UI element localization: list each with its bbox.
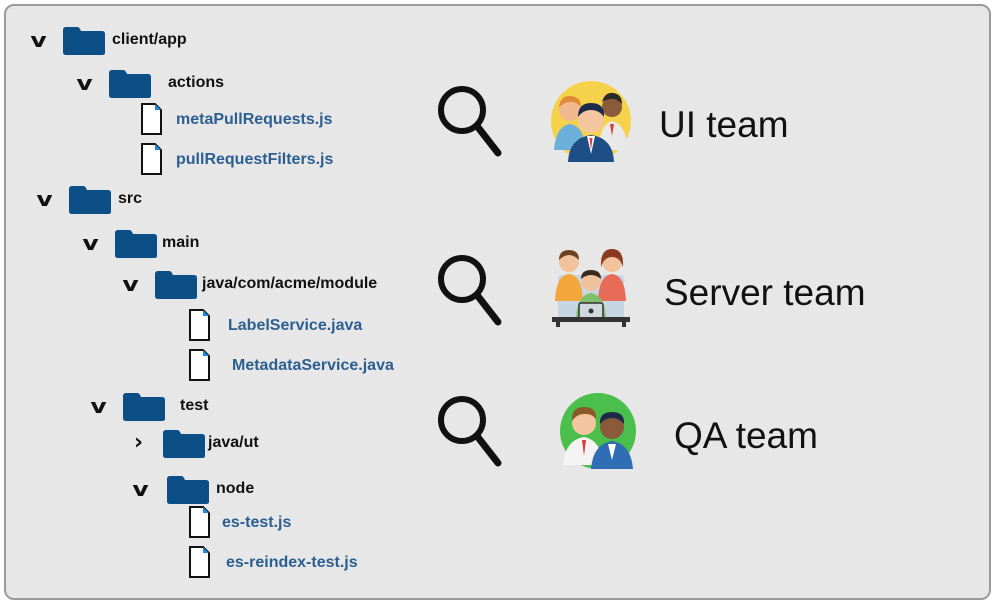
folder-icon — [166, 475, 210, 505]
team-label-qa: QA team — [674, 414, 818, 458]
file-label: es-test.js — [222, 506, 291, 540]
folder-icon — [68, 185, 112, 215]
server-team-avatar — [550, 245, 632, 327]
file-label: pullRequestFilters.js — [176, 143, 333, 177]
file-label: MetadataService.java — [232, 349, 394, 383]
magnifier-icon — [435, 83, 505, 163]
folder-icon — [122, 392, 166, 422]
chevron-down-icon[interactable]: v — [122, 266, 138, 302]
folder-label: java/com/acme/module — [202, 266, 377, 302]
team-label-ui: UI team — [659, 103, 789, 147]
folder-label: test — [180, 388, 208, 424]
file-label: es-reindex-test.js — [226, 546, 358, 580]
chevron-down-icon[interactable]: v — [30, 22, 46, 58]
file-label: LabelService.java — [228, 309, 362, 343]
folder-label: node — [216, 471, 254, 507]
folder-label: client/app — [112, 22, 187, 58]
chevron-down-icon[interactable]: v — [132, 471, 148, 507]
chevron-down-icon[interactable]: v — [82, 225, 98, 261]
folder-label: main — [162, 225, 199, 261]
qa-team-avatar — [557, 390, 639, 472]
folder-icon — [154, 270, 198, 300]
folder-label: src — [118, 181, 142, 217]
folder-icon — [162, 429, 206, 459]
folder-label: java/ut — [208, 425, 259, 461]
file-icon — [188, 309, 210, 341]
chevron-down-icon[interactable]: v — [90, 388, 106, 424]
magnifier-icon — [435, 252, 505, 332]
folder-icon — [108, 69, 152, 99]
file-label: metaPullRequests.js — [176, 103, 333, 137]
file-icon — [188, 506, 210, 538]
folder-icon — [62, 26, 106, 56]
chevron-down-icon[interactable]: v — [76, 65, 92, 101]
file-icon — [188, 546, 210, 578]
team-label-server: Server team — [664, 271, 866, 315]
folder-icon — [114, 229, 158, 259]
chevron-right-icon[interactable]: › — [134, 425, 143, 461]
file-icon — [140, 143, 162, 175]
chevron-down-icon[interactable]: v — [36, 181, 52, 217]
file-icon — [140, 103, 162, 135]
ui-team-avatar — [550, 80, 632, 162]
folder-label: actions — [168, 65, 224, 101]
magnifier-icon — [435, 393, 505, 473]
file-icon — [188, 349, 210, 381]
